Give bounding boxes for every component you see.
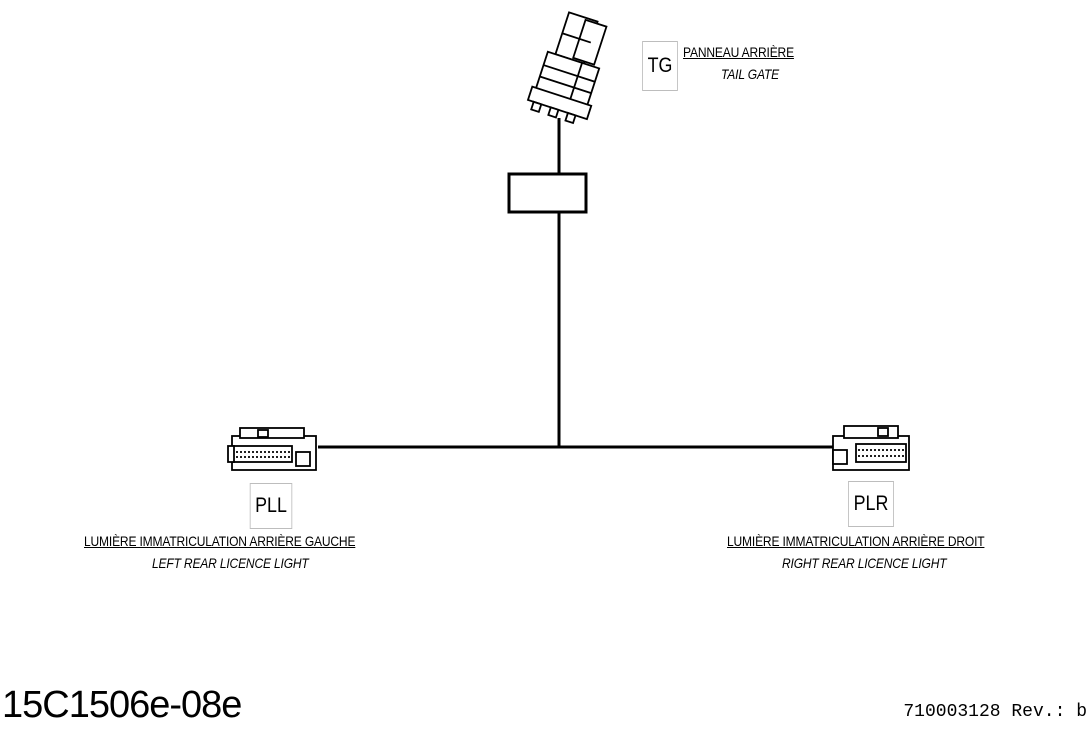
right-licence-code: PLR [848, 481, 894, 527]
left-licence-connector [227, 427, 317, 471]
right-licence-label-fr: LUMIÈRE IMMATRICULATION ARRIÈRE DROIT [727, 533, 985, 549]
left-licence-label-en: LEFT REAR LICENCE LIGHT [152, 555, 309, 571]
right-licence-connector [832, 425, 910, 471]
tail-gate-connector [526, 11, 608, 125]
drawing-number: 15C1506e-08e [2, 684, 242, 726]
part-number: 710003128 Rev.: b [903, 702, 1087, 722]
tail-gate-label-fr: PANNEAU ARRIÈRE [683, 44, 794, 60]
tail-gate-code: TG [642, 41, 678, 91]
left-licence-label-fr: LUMIÈRE IMMATRICULATION ARRIÈRE GAUCHE [84, 533, 356, 549]
harness-sleeve [507, 172, 588, 214]
left-licence-code: PLL [249, 483, 293, 529]
tail-gate-label-en: TAIL GATE [721, 66, 780, 82]
right-licence-label-en: RIGHT REAR LICENCE LIGHT [782, 555, 947, 571]
harness-wires [318, 118, 833, 449]
